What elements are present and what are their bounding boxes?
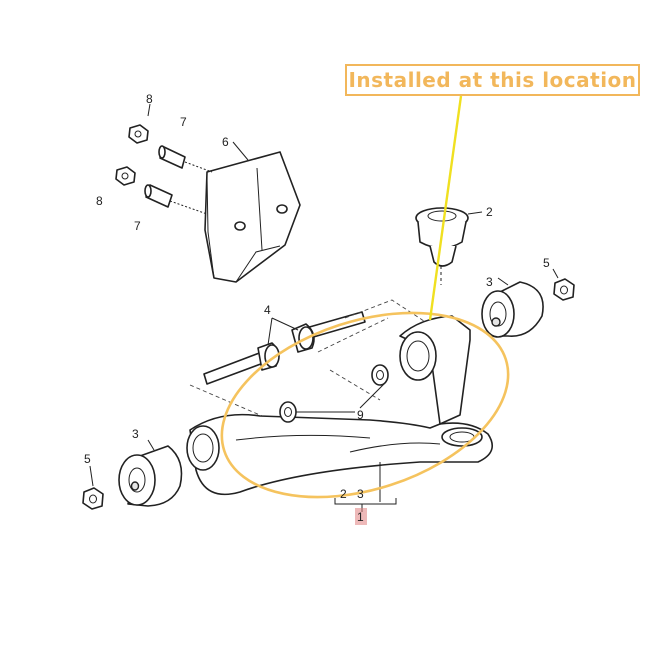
- spacer-top: [158, 145, 213, 173]
- label-part-9: 9: [357, 408, 364, 422]
- label-sub-2: 2: [340, 487, 347, 501]
- label-part-3-right: 3: [486, 275, 493, 289]
- highlight-marker: [220, 95, 510, 499]
- bushing-left: [118, 439, 183, 507]
- label-part-5-left: 5: [84, 452, 91, 466]
- label-sub-3: 3: [357, 487, 364, 501]
- washer-lower: [279, 401, 297, 423]
- callout-box: Installed at this location: [345, 64, 640, 96]
- arm-label-box: [355, 508, 367, 525]
- label-part-7-top: 7: [180, 115, 187, 129]
- callout-text: Installed at this location: [348, 68, 637, 92]
- ball-joint-bushing: [415, 207, 483, 285]
- mounting-bracket: [204, 141, 301, 283]
- label-part-5-right: 5: [543, 256, 550, 270]
- label-part-7-bottom: 7: [134, 219, 141, 233]
- nut-left: [82, 465, 104, 510]
- label-part-8-bottom: 8: [96, 194, 103, 208]
- label-part-1: 1: [357, 510, 364, 524]
- callout-pointer: [428, 95, 463, 321]
- label-part-6: 6: [222, 135, 229, 149]
- nut-top: [128, 103, 151, 144]
- label-part-4: 4: [264, 303, 271, 317]
- nut-right: [552, 268, 575, 301]
- washer-upper: [371, 364, 389, 386]
- nut-bottom: [115, 166, 136, 186]
- label-part-2: 2: [486, 205, 493, 219]
- bushing-right: [481, 277, 544, 338]
- bolt-long-upper: [267, 311, 366, 353]
- label-part-3-left: 3: [132, 427, 139, 441]
- label-part-8-top: 8: [146, 92, 153, 106]
- spacer-bottom: [144, 184, 208, 215]
